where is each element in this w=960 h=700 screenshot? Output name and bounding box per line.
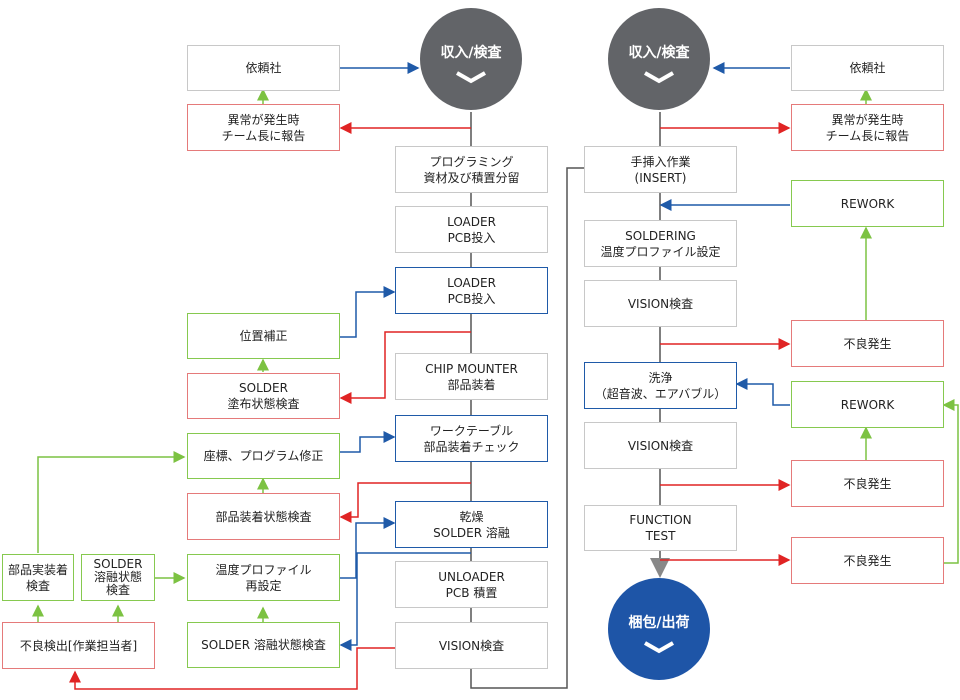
right-end-label: 梱包/出荷 xyxy=(628,615,690,631)
left-anomaly-box: 異常が発生時 チーム長に報告 xyxy=(187,104,340,151)
chevron-down-icon xyxy=(644,71,674,84)
temp-reset-box: 温度プロファイル 再設定 xyxy=(187,554,340,601)
chevron-down-icon xyxy=(456,71,486,84)
defect-box-2: 不良発生 xyxy=(791,460,944,507)
left-step-chip-mounter: CHIP MOUNTER 部品装着 xyxy=(395,353,548,400)
coord-fix-box: 座標、プログラム修正 xyxy=(187,433,340,479)
right-step-function-test: FUNCTION TEST xyxy=(584,505,737,551)
solder-melt-state-box: SOLDER 溶融状態 検査 xyxy=(81,554,155,601)
left-client-box: 依頼社 xyxy=(187,45,340,91)
right-anomaly-box: 異常が発生時 チーム長に報告 xyxy=(791,104,944,151)
right-step-soldering: SOLDERING 温度プロファイル設定 xyxy=(584,220,737,267)
mount-check-box: 部品装着状態検査 xyxy=(187,493,340,540)
solder-melt-check-box: SOLDER 溶融状態検査 xyxy=(187,622,340,668)
left-step-drying: 乾燥 SOLDER 溶融 xyxy=(395,501,548,548)
defect-box-3: 不良発生 xyxy=(791,537,944,584)
defect-box-1: 不良発生 xyxy=(791,320,944,367)
left-step-loader-1: LOADER PCB投入 xyxy=(395,206,548,253)
solder-print-check-box: SOLDER 塗布状態検査 xyxy=(187,373,340,419)
chevron-down-icon xyxy=(644,641,674,654)
defect-detect-box: 不良検出[作業担当者] xyxy=(2,622,155,669)
right-step-insert: 手挿入作業 (INSERT) xyxy=(584,146,737,193)
left-step-loader-2: LOADER PCB投入 xyxy=(395,267,548,314)
rework-box-2: REWORK xyxy=(791,381,944,428)
rework-box-1: REWORK xyxy=(791,180,944,227)
parts-check-box: 部品実装着 検査 xyxy=(2,554,74,601)
left-step-vision: VISION検査 xyxy=(395,622,548,669)
left-step-programming: プログラミング 資材及び積置分留 xyxy=(395,146,548,193)
left-step-worktable: ワークテーブル 部品装着チェック xyxy=(395,415,548,462)
right-step-washing: 洗浄 （超音波、エアバブル） xyxy=(584,362,737,409)
left-start-label: 収入/検査 xyxy=(440,45,502,61)
right-end-circle: 梱包/出荷 xyxy=(608,578,710,680)
right-client-box: 依頼社 xyxy=(791,45,944,91)
left-start-circle: 収入/検査 xyxy=(420,8,522,110)
right-start-label: 収入/検査 xyxy=(628,45,690,61)
right-step-vision-2: VISION検査 xyxy=(584,422,737,469)
position-fix-box: 位置補正 xyxy=(187,313,340,359)
left-step-unloader: UNLOADER PCB 積置 xyxy=(395,561,548,608)
right-start-circle: 収入/検査 xyxy=(608,8,710,110)
right-step-vision-1: VISION検査 xyxy=(584,280,737,327)
